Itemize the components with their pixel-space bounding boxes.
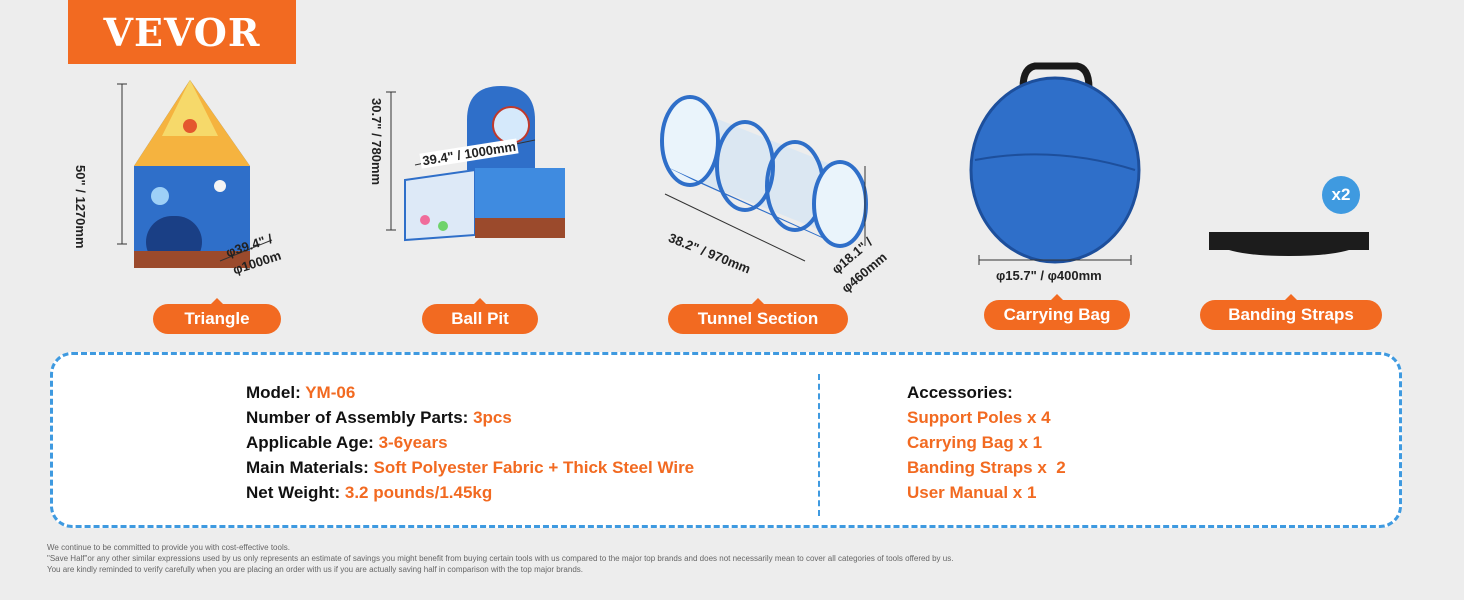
accessories-list: Accessories: Support Poles x 4 Carrying … xyxy=(907,380,1066,505)
spec-key: Number of Assembly Parts: xyxy=(246,408,469,427)
spec-value: Soft Polyester Fabric + Thick Steel Wire xyxy=(373,458,695,477)
banding-straps-image xyxy=(1209,232,1369,256)
spec-row-materials: Main Materials: Soft Polyester Fabric + … xyxy=(246,455,694,480)
spec-value: 3pcs xyxy=(473,408,512,427)
spec-row-weight: Net Weight: 3.2 pounds/1.45kg xyxy=(246,480,694,505)
spec-row-parts: Number of Assembly Parts: 3pcs xyxy=(246,405,694,430)
brand-logo: VEVOR xyxy=(68,0,296,64)
label-tunnel-section: Tunnel Section xyxy=(668,298,848,334)
label-carrying-bag: Carrying Bag xyxy=(984,294,1130,330)
label-triangle: Triangle xyxy=(153,298,281,334)
ball-pit-height-dim: 30.7" / 780mm xyxy=(369,98,384,186)
specifications-left: Model: YM-06 Number of Assembly Parts: 3… xyxy=(246,380,694,505)
specifications-box xyxy=(50,352,1402,528)
footnote-line: "Save Half"or any other similar expressi… xyxy=(47,554,954,563)
disclaimer-footnote: We continue to be committed to provide y… xyxy=(47,542,953,575)
specifications-divider xyxy=(818,374,820,516)
label-banding-straps: Banding Straps xyxy=(1200,294,1382,330)
accessory-item: User Manual x 1 xyxy=(907,483,1037,502)
accessories-title: Accessories: xyxy=(907,383,1013,402)
spec-row-model: Model: YM-06 xyxy=(246,380,694,405)
spec-key: Net Weight: xyxy=(246,483,341,502)
accessory-item: Banding Straps x 2 xyxy=(907,458,1066,477)
spec-key: Model: xyxy=(246,383,301,402)
accessory-item: Carrying Bag x 1 xyxy=(907,433,1043,452)
spec-key: Main Materials: xyxy=(246,458,369,477)
carrying-bag-diameter-dim: φ15.7" / φ400mm xyxy=(996,268,1102,283)
spec-row-age: Applicable Age: 3-6years xyxy=(246,430,694,455)
label-ball-pit: Ball Pit xyxy=(422,298,538,334)
spec-value: 3.2 pounds/1.45kg xyxy=(344,483,493,502)
footnote-line: We continue to be committed to provide y… xyxy=(47,543,290,552)
spec-value: 3-6years xyxy=(378,433,448,452)
footnote-line: You are kindly reminded to verify carefu… xyxy=(47,565,583,574)
quantity-badge: x2 xyxy=(1322,176,1360,214)
triangle-height-dim: 50" / 1270mm xyxy=(73,165,88,249)
tunnel-image xyxy=(660,95,868,262)
spec-value: YM-06 xyxy=(305,383,356,402)
carrying-bag-image xyxy=(969,62,1141,265)
accessory-item: Support Poles x 4 xyxy=(907,408,1051,427)
triangle-tent-image xyxy=(117,80,273,268)
spec-key: Applicable Age: xyxy=(246,433,374,452)
ball-pit-image xyxy=(386,86,565,242)
